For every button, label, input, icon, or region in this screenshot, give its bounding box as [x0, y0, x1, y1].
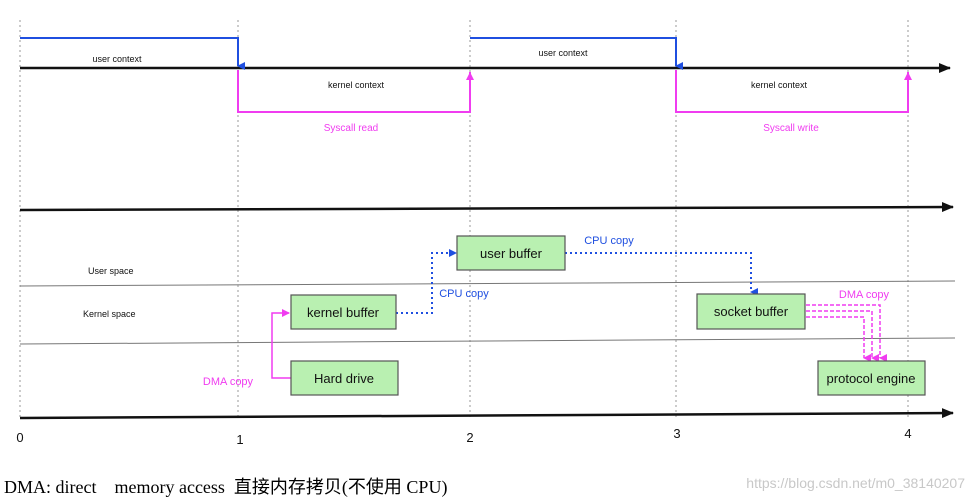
user-context-label-2: user context	[538, 48, 588, 58]
user-buffer-box: user buffer	[456, 235, 566, 271]
separator-axis	[19, 202, 954, 213]
tick-label-0: 0	[16, 430, 23, 445]
tick-label-2: 2	[466, 430, 473, 445]
tick-label-1: 1	[236, 432, 243, 447]
user-buffer-label: user buffer	[480, 246, 543, 261]
user-context-line-2	[470, 37, 683, 70]
copy-timeline-axis	[19, 408, 954, 420]
kernel-context-line-1	[237, 70, 471, 113]
dma-copy-arrows-right	[806, 304, 887, 362]
syscall-read-label: Syscall read	[324, 123, 378, 134]
dma-copy-label-left: DMA copy	[203, 376, 254, 388]
dma-caption: DMA: direct memory access 直接内存拷贝(不使用 CPU…	[4, 477, 448, 497]
dma-copy-label-right: DMA copy	[839, 289, 890, 301]
kernel-context-arrowhead-2	[904, 72, 912, 80]
kernel-context-arrowhead-1	[466, 72, 474, 80]
user-context-line-1	[20, 37, 245, 70]
user-space-label: User space	[88, 266, 134, 276]
socket-buffer-label: socket buffer	[714, 304, 789, 319]
syscall-write-label: Syscall write	[763, 123, 819, 134]
kernel-buffer-box: kernel buffer	[290, 294, 397, 330]
kernel-hardware-divider	[19, 337, 956, 345]
user-context-label-1: user context	[92, 54, 142, 64]
kernel-context-label-2: kernel context	[751, 80, 808, 90]
protocol-engine-box: protocol engine	[817, 360, 926, 396]
socket-buffer-box: socket buffer	[696, 293, 806, 330]
dma-copy-arrow-left	[271, 309, 291, 379]
tick-label-4: 4	[904, 426, 911, 441]
cpu-copy-label-top: CPU copy	[584, 235, 634, 247]
cpu-copy-label-mid: CPU copy	[439, 288, 489, 300]
protocol-engine-label: protocol engine	[827, 371, 916, 386]
hard-drive-box: Hard drive	[290, 360, 399, 396]
user-kernel-divider	[19, 280, 956, 287]
cpu-copy-arrow-mid	[396, 249, 457, 314]
cpu-copy-arrow-top	[565, 252, 758, 296]
watermark: https://blog.csdn.net/m0_38140207	[746, 475, 965, 491]
kernel-context-label-1: kernel context	[328, 80, 385, 90]
hard-drive-label: Hard drive	[314, 371, 374, 386]
kernel-buffer-label: kernel buffer	[307, 305, 380, 320]
kernel-space-label: Kernel space	[83, 309, 136, 319]
kernel-context-line-2	[675, 70, 909, 113]
tick-label-3: 3	[673, 426, 680, 441]
